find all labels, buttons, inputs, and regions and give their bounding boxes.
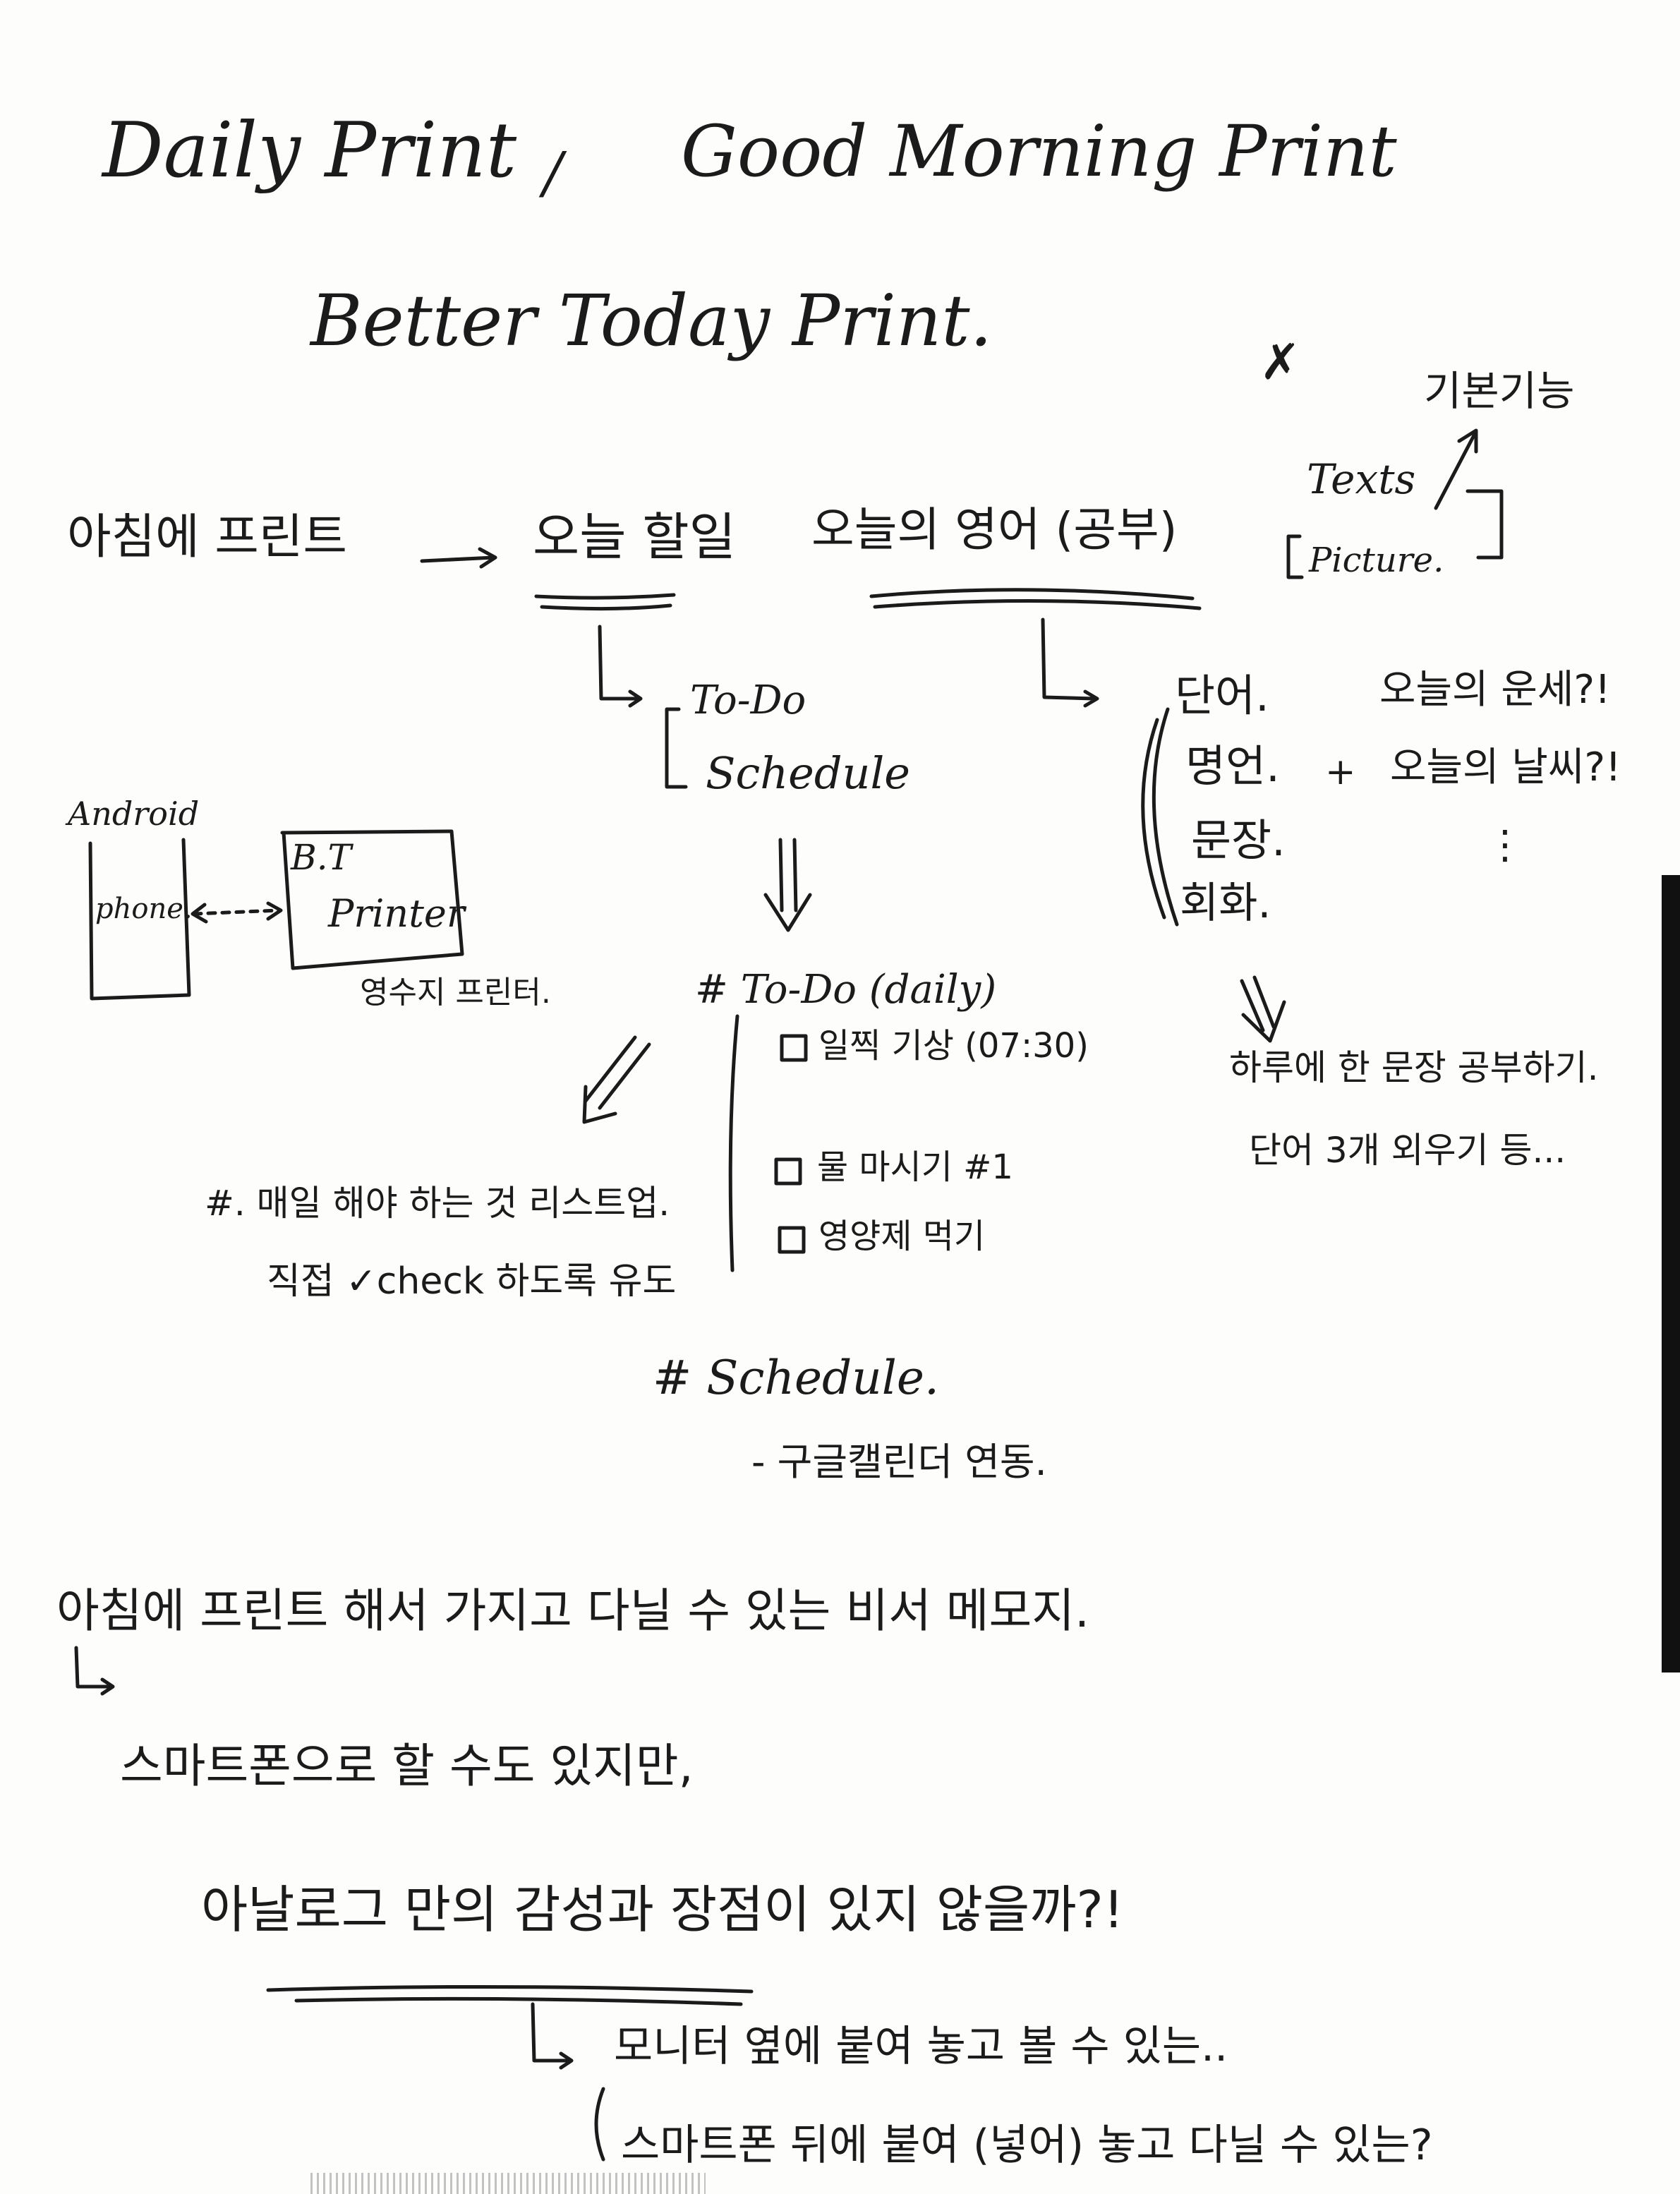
l-arrow-english [1041,617,1099,708]
scan-noise [310,2173,706,2194]
x-mark-icon: ✗ [1259,333,1301,391]
todo-item-drink-water: 물 마시기 #1 [817,1147,1013,1187]
checkbox-2 [774,1157,802,1186]
bottom-note-line5: 스마트폰 뒤에 붙여 (넣어) 놓고 다닐 수 있는? [621,2121,1433,2170]
todo-item-wake-up: 일찍 기상 (07:30) [818,1026,1089,1066]
english-note-line2: 단어 3개 외우기 등... [1249,1130,1566,1171]
double-down-arrow-english-icon [1240,975,1286,1043]
bracket-todo [665,707,688,789]
english-item-quote: 명언. [1185,740,1280,792]
plus-sign: + [1325,751,1356,793]
title-better-today-print: Better Today Print. [310,279,993,362]
printer-box [280,829,464,970]
scan-edge-shadow [1662,875,1680,1672]
phone-label: phone. [95,893,193,925]
title-good-morning-print: Good Morning Print [681,110,1397,193]
todo-daily-heading: # To-Do (daily) [695,967,997,1013]
schedule-label: Schedule [706,747,910,799]
diagonal-arrow-icon [582,1035,651,1124]
morning-print-label: 아침에 프린트 [67,510,347,565]
l-arrow-todo [598,625,643,708]
english-item-word: 단어. [1175,670,1269,721]
title-slash: / [543,140,562,205]
daily-list-note-line2: 직접 ✓check 하도록 유도 [267,1260,677,1303]
dotted-arrow-icon [192,908,281,916]
ellipsis-vertical: ⋮ [1485,822,1525,868]
bracket-bottom [594,2087,605,2162]
todo-label: To-Do [690,677,806,723]
fortune-label: 오늘의 운세?! [1379,667,1611,713]
picture-label: Picture. [1309,541,1444,580]
bottom-note-line4: 모니터 옆에 붙여 놓고 볼 수 있는.. [614,2022,1228,2071]
weather-label: 오늘의 날씨?! [1390,745,1621,790]
bracket-right [1466,489,1504,560]
underline-analog [266,1984,754,2006]
arrow-up-right-icon [1434,428,1478,510]
double-down-arrow-icon [763,838,812,932]
android-label: Android [68,795,200,833]
bracket-left [1286,534,1304,579]
printer-label: Printer [328,891,465,936]
texts-label: Texts [1307,455,1416,503]
checklist-divider [728,1014,739,1272]
daily-list-note-line1: #. 매일 해야 하는 것 리스트업. [205,1183,670,1224]
basic-function-label: 기본기능 [1424,367,1575,415]
phone-box [88,838,191,1001]
bt-label: B.T [291,837,351,878]
schedule-google-calendar: - 구글캘린더 연동. [751,1440,1047,1484]
bottom-note-line2: 스마트폰으로 할 수도 있지만, [120,1739,694,1793]
title-daily-print: Daily Print [102,107,517,195]
l-arrow-bottom-2 [531,2002,574,2070]
receipt-printer-label: 영수지 프린터. [360,975,551,1011]
underline-today-todo [534,593,676,611]
underline-today-english [869,588,1202,610]
schedule-heading: # Schedule. [653,1351,939,1405]
arrow-right-icon [420,547,497,569]
english-item-conversation: 회화. [1180,879,1271,928]
today-english-label: 오늘의 영어 (공부) [811,502,1178,557]
l-arrow-bottom-1 [74,1646,115,1696]
english-note-line1: 하루에 한 문장 공부하기. [1229,1047,1599,1088]
bracket-english [1141,707,1179,927]
checkbox-1 [780,1034,808,1062]
bottom-note-line3: 아날로그 만의 감성과 장점이 있지 않을까?! [201,1880,1124,1939]
english-item-sentence: 문장. [1191,814,1286,866]
bottom-note-line1: 아침에 프린트 해서 가지고 다닐 수 있는 비서 메모지. [56,1584,1089,1638]
checkbox-3 [778,1226,806,1254]
todo-item-supplements: 영양제 먹기 [818,1217,986,1256]
today-todo-label: 오늘 할일 [533,507,736,567]
